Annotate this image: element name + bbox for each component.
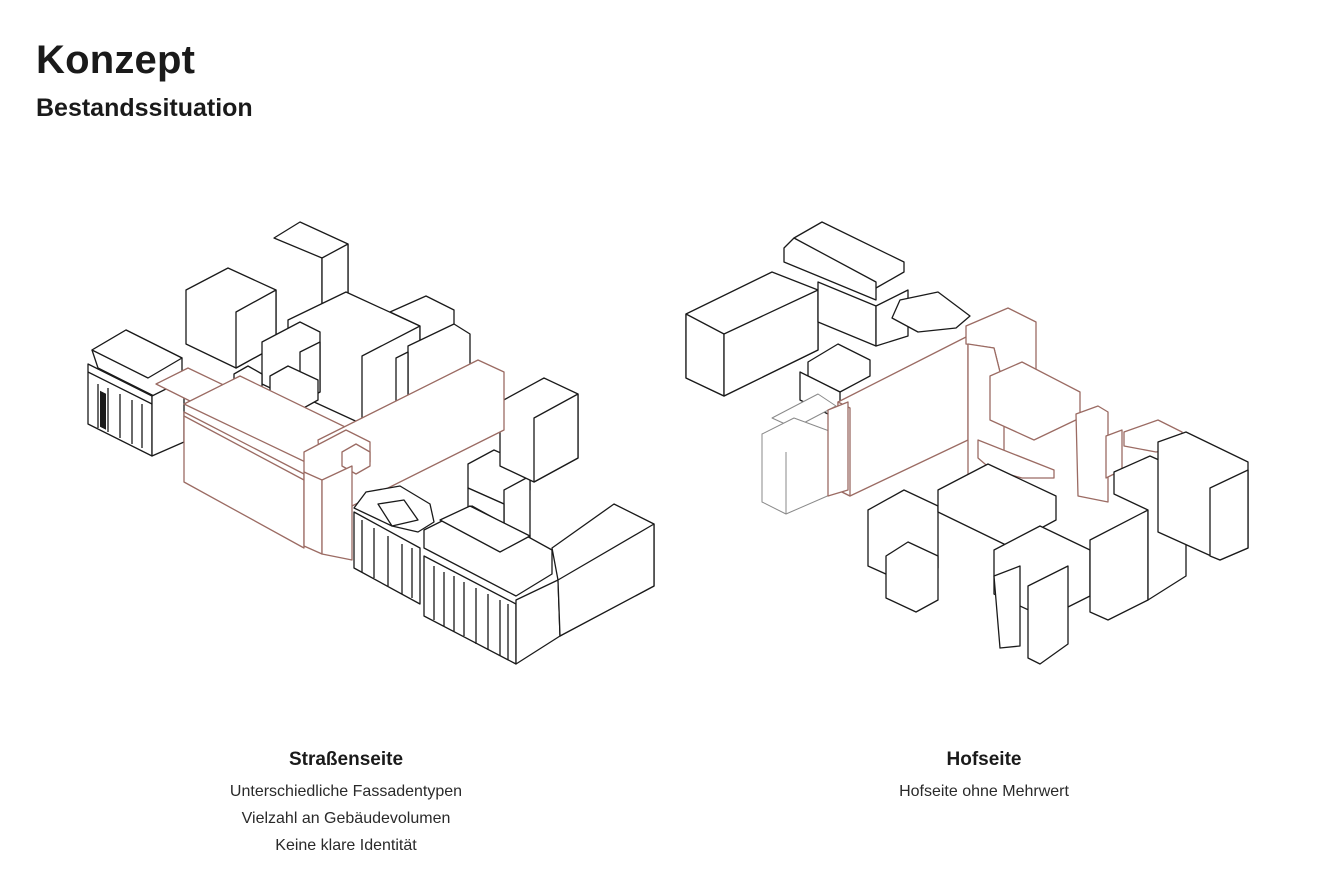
right-corner-block [515,503,655,665]
courtyard-side-line-1: Hofseite ohne Mehrwert [899,783,1069,800]
right-rear-block [499,377,579,483]
highlighted-court-wing [827,307,1183,503]
courtyard-side-heading: Hofseite [946,749,1022,770]
page-subtitle: Bestandssituation [36,94,253,122]
ghosted-volume [761,393,837,515]
right-facade-building [423,505,553,665]
corner-pavilion-building [353,485,435,605]
front-wing-volumes [867,431,1249,665]
street-side-line-1: Unterschiedliche Fassadentypen [229,783,463,800]
highlighted-street-wing [155,359,505,561]
courtyard-side-caption: Hofseite Hofseite ohne Mehrwert [804,748,1164,805]
top-rear-block [783,221,971,347]
page-title: Konzept [36,38,196,82]
street-side-heading: Straßenseite [288,749,404,770]
rear-left-block [685,271,819,397]
street-side-caption: Straßenseite Unterschiedliche Fassadenty… [166,748,526,859]
left-facade-building [87,329,185,457]
street-side-line-2: Vielzahl an Gebäudevolumen [241,810,451,827]
courtyard-side-axonometry [685,221,1249,665]
street-side-axonometry [87,221,655,665]
street-side-line-3: Keine klare Identität [275,837,417,854]
